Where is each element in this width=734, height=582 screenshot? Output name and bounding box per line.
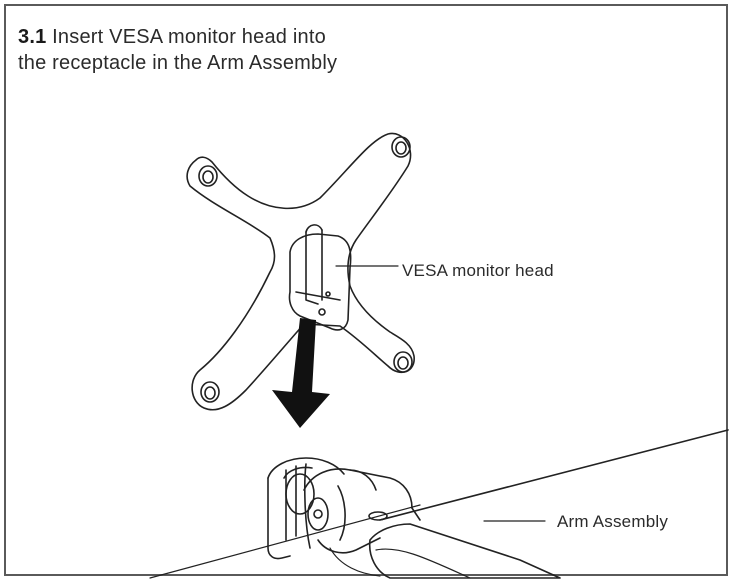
desk-edge-line xyxy=(379,429,729,521)
vesa-hole-bottom-left xyxy=(200,381,220,403)
desk-back-line xyxy=(149,504,421,579)
arm-cable xyxy=(329,547,381,577)
arm-body xyxy=(303,468,421,554)
arm-receptacle xyxy=(267,457,345,560)
instruction-text-1: Insert VESA monitor head into xyxy=(52,26,326,48)
arm-assembly-label: Arm Assembly xyxy=(557,512,669,531)
vesa-hole-bottom-right xyxy=(393,351,413,373)
vesa-plate-outline xyxy=(186,132,415,411)
instruction-line-2: the receptacle in the Arm Assembly xyxy=(18,52,338,74)
vesa-head-label: VESA monitor head xyxy=(402,261,554,280)
instruction-title: 3.1 Insert VESA monitor head into the re… xyxy=(18,24,337,76)
vesa-head-bracket xyxy=(288,224,352,331)
vesa-hole-top-right xyxy=(391,136,411,158)
insert-arrow xyxy=(272,318,330,428)
arm-tube-highlight xyxy=(375,548,471,579)
vesa-hole-top-left xyxy=(198,165,218,187)
step-number: 3.1 xyxy=(18,26,47,48)
instruction-line-1: 3.1 Insert VESA monitor head into xyxy=(18,24,337,50)
arm-tube xyxy=(368,523,561,579)
diagram-frame xyxy=(4,4,728,576)
